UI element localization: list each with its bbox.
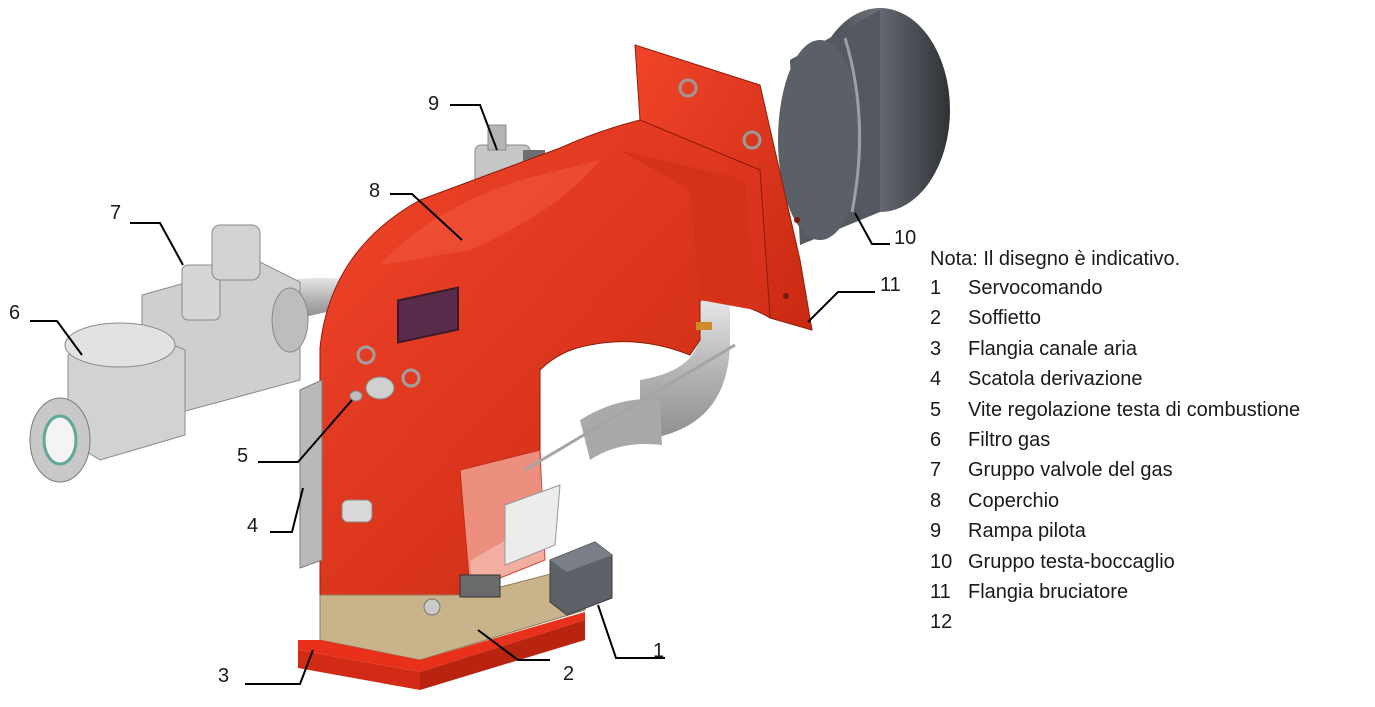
adjustment-screw (349, 376, 395, 402)
callout-8: 8 (369, 180, 381, 202)
legend-num: 1 (930, 277, 942, 299)
legend-item: 4 Scatola derivazione (930, 367, 1300, 397)
legend-item: 12 (930, 610, 1300, 640)
legend-text: Soffietto (968, 307, 1042, 330)
legend-text: Rampa pilota (968, 520, 1086, 543)
leader-11 (807, 291, 875, 323)
callout-4: 4 (247, 515, 259, 537)
air-duct-base (298, 564, 586, 690)
legend-num: 11 (930, 580, 951, 603)
callout-9: 9 (428, 93, 440, 115)
callout-10: 10 (894, 227, 917, 249)
legend-text: Gruppo valvole del gas (968, 459, 1173, 482)
note: Nota: Il disegno è indicativo. (930, 248, 1181, 270)
callout-5: 5 (237, 445, 249, 467)
legend-num: 3 (930, 337, 942, 360)
combustion-head (778, 8, 950, 245)
legend-num: 8 (930, 489, 942, 512)
legend-text: Servocomando (968, 277, 1103, 299)
servomotor (423, 541, 613, 616)
legend-num: 7 (930, 459, 942, 482)
legend-text: Flangia canale aria (968, 337, 1137, 360)
legend-num: 12 (930, 611, 953, 634)
legend-item: 5 Vite regolazione testa di combustione (930, 398, 1300, 428)
legend-item: 8 Coperchio (930, 489, 1300, 519)
leader-5 (258, 399, 353, 463)
legend-item: 3 Flangia canale aria (930, 337, 1300, 367)
legend-text: Flangia bruciatore (968, 580, 1129, 603)
burner-flange (634, 44, 813, 331)
legend-item: 7 Gruppo valvole del gas (930, 458, 1300, 488)
legend-item: 11 Flangia bruciatore (930, 580, 1300, 610)
leader-4 (270, 487, 304, 533)
legend-text: Scatola derivazione (968, 368, 1143, 391)
leader-2 (477, 629, 550, 661)
leader-lines (30, 104, 890, 685)
callout-3: 3 (218, 665, 230, 687)
legend-item: 6 Filtro gas (930, 428, 1300, 458)
legend-item: 10 Gruppo testa-boccaglio (930, 550, 1300, 580)
callout-6: 6 (9, 302, 21, 324)
legend-item: 1 Servocomando (930, 276, 1300, 306)
legend-num: 6 (930, 428, 942, 451)
legend: Nota: Il disegno è indicativo. 1 Servocom… (930, 248, 1300, 641)
legend-num: 5 (930, 398, 942, 421)
legend-text: Vite regolazione testa di combustione (968, 398, 1301, 421)
leader-1 (597, 604, 665, 659)
legend-num: 9 (930, 520, 942, 543)
leader-8 (390, 193, 463, 241)
legend-text: Coperchio (968, 489, 1060, 512)
leader-10 (854, 212, 890, 245)
legend-text: Gruppo testa-boccaglio (968, 550, 1175, 573)
callout-1: 1 (653, 640, 665, 662)
callout-7: 7 (110, 202, 122, 224)
leader-7 (130, 222, 184, 266)
leader-3 (245, 649, 314, 685)
callout-11: 11 (880, 274, 901, 296)
gas-filter (29, 322, 186, 483)
legend-num: 4 (930, 368, 942, 391)
callout-2: 2 (563, 663, 575, 685)
junction-box (299, 379, 323, 569)
legend-item: 2 Soffietto (930, 306, 1300, 336)
legend-item: 9 Rampa pilota (930, 519, 1300, 549)
legend-num: 10 (930, 550, 953, 573)
legend-text: Filtro gas (968, 428, 1051, 451)
legend-num: 2 (930, 307, 942, 330)
leader-9 (450, 104, 498, 151)
air-damper (459, 343, 736, 591)
leader-6 (30, 320, 83, 356)
burner-body (319, 119, 771, 596)
